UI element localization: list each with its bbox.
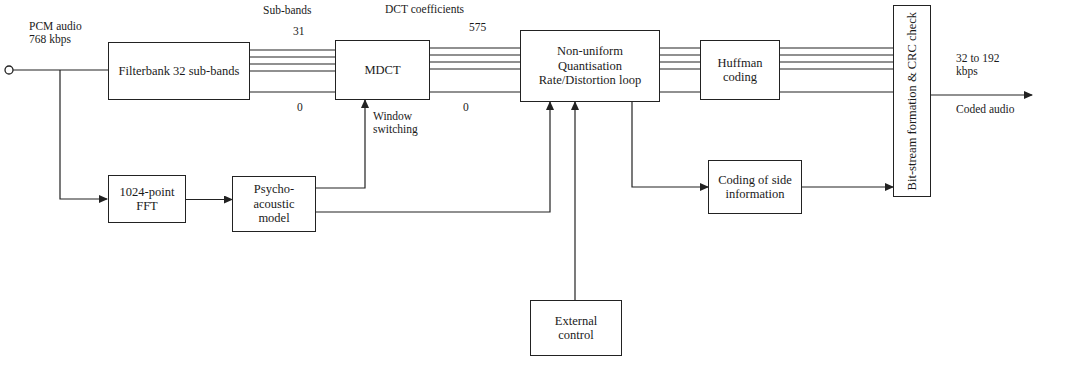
box-text: MDCT bbox=[364, 63, 400, 77]
external-control-box: External control bbox=[530, 300, 622, 356]
connector-arrow bbox=[186, 199, 232, 200]
input-branch bbox=[60, 70, 107, 199]
diagram-label: Coded audio bbox=[955, 103, 1015, 116]
box-text: Coding of side information bbox=[715, 173, 795, 202]
quantisation-box: Non-uniform Quantisation Rate/Distortion… bbox=[520, 30, 660, 102]
connector-arrow bbox=[632, 102, 708, 187]
filterbank-box: Filterbank 32 sub-bands bbox=[108, 42, 250, 100]
diagram-label: Sub-bands bbox=[262, 4, 313, 17]
psychoacoustic-box: Psycho-acoustic model bbox=[232, 176, 316, 232]
connector-arrow bbox=[802, 186, 893, 187]
signal-bus bbox=[660, 48, 700, 92]
signal-bus bbox=[250, 50, 335, 92]
diagram-label: 32 to 192 kbps bbox=[955, 52, 1015, 78]
diagram-label: 575 bbox=[468, 21, 487, 34]
box-text: Filterbank 32 sub-bands bbox=[119, 64, 240, 78]
output-arrow bbox=[931, 94, 1032, 95]
connector-arrow bbox=[316, 100, 365, 188]
diagram-label: Window switching bbox=[372, 110, 436, 136]
diagram-label: 0 bbox=[296, 101, 304, 114]
mdct-box: MDCT bbox=[335, 40, 430, 100]
box-text: Psycho-acoustic model bbox=[239, 182, 309, 225]
diagram-label: DCT coefficients bbox=[384, 3, 465, 16]
side-info-box: Coding of side information bbox=[708, 160, 802, 214]
box-text: Bit-stream formation & CRC check bbox=[905, 12, 919, 190]
connector-arrow bbox=[574, 102, 575, 300]
diagram-label: PCM audio 768 kbps bbox=[28, 20, 102, 46]
box-text: Non-uniform Quantisation Rate/Distortion… bbox=[527, 44, 653, 87]
fft-box: 1024-point FFT bbox=[108, 175, 186, 223]
box-text: External control bbox=[537, 314, 615, 343]
connector-arrow bbox=[316, 102, 550, 212]
diagram-label: 31 bbox=[292, 25, 306, 38]
bitstream-box: Bit-stream formation & CRC check bbox=[893, 5, 931, 197]
signal-bus bbox=[430, 48, 520, 92]
input-terminal bbox=[5, 66, 13, 74]
huffman-box: Huffman coding bbox=[700, 40, 780, 100]
box-text: Huffman coding bbox=[707, 56, 773, 85]
box-text: 1024-point FFT bbox=[115, 185, 179, 214]
diagram-label: 0 bbox=[462, 101, 470, 114]
signal-bus bbox=[780, 48, 893, 92]
